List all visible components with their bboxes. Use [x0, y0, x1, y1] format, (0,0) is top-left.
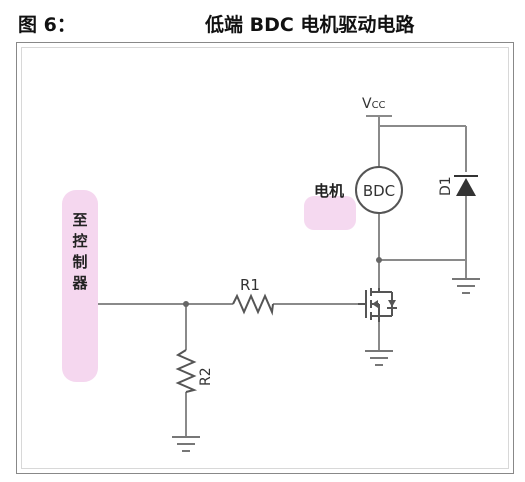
- motor-text: BDC: [363, 182, 395, 200]
- controller-char: 至: [72, 211, 87, 229]
- junction-dot: [376, 257, 382, 263]
- figure-label: 图 6：: [18, 14, 76, 36]
- controller-char: 控: [72, 232, 87, 250]
- diagram-inner-border: [21, 47, 509, 469]
- motor-caption: 电机: [314, 182, 344, 200]
- motor-symbol: BDC: [355, 166, 403, 214]
- figure-header: 图 6： 低端 BDC 电机驱动电路: [0, 0, 525, 40]
- controller-label: 至 控 制 器: [71, 211, 88, 292]
- diode-label: D1: [438, 176, 454, 196]
- wires: [98, 115, 467, 436]
- resistor-r1: [232, 293, 274, 316]
- r2-label: R2: [198, 367, 214, 386]
- vcc-label: VCC: [362, 96, 386, 112]
- motor-label-highlight: [304, 196, 356, 230]
- junction-dot: [183, 301, 189, 307]
- diode-symbol: [454, 175, 478, 196]
- resistor-r2: [175, 349, 198, 393]
- ground-symbol: [452, 278, 480, 294]
- ground-symbol: [172, 436, 200, 452]
- controller-char: 制: [72, 253, 87, 271]
- diagram-frame: [16, 42, 514, 474]
- ground-symbol: [365, 350, 393, 366]
- controller-char: 器: [71, 274, 88, 292]
- r1-label: R1: [240, 276, 260, 294]
- controller-highlight: [62, 190, 98, 382]
- mosfet-symbol: [358, 288, 397, 322]
- figure-title: 低端 BDC 电机驱动电路: [205, 14, 415, 36]
